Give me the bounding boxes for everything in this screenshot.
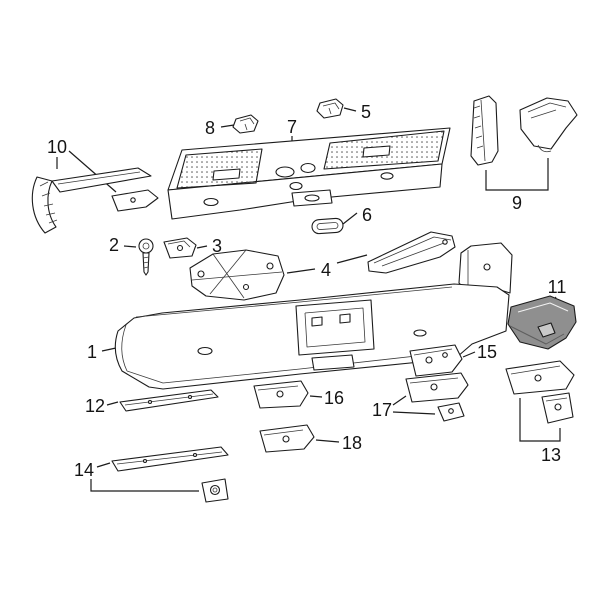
part-18-bracket <box>259 424 315 453</box>
part-6-pad <box>311 217 344 235</box>
callout-8: 8 <box>205 118 215 138</box>
callout-3: 3 <box>212 236 222 256</box>
callout-17: 17 <box>372 400 392 420</box>
part-3-bracket <box>163 237 197 259</box>
callout-14: 14 <box>74 460 94 480</box>
part-8-clip <box>232 114 259 134</box>
callout-7: 7 <box>287 117 297 137</box>
callout-15: 15 <box>477 342 497 362</box>
part-12-molding-strip <box>119 389 219 412</box>
callout-11: 11 <box>548 277 567 297</box>
callout-13: 13 <box>541 445 561 465</box>
part-10-side-bracket <box>31 167 159 234</box>
part-15-bracket <box>409 344 463 377</box>
callout-5: 5 <box>361 102 371 122</box>
part-14-molding-strip <box>111 446 229 503</box>
callout-18: 18 <box>342 433 362 453</box>
callout-9: 9 <box>512 193 522 213</box>
callout-16: 16 <box>324 388 344 408</box>
part-9-bracket-set <box>470 95 578 166</box>
callout-1: 1 <box>87 342 97 362</box>
callout-6: 6 <box>362 205 372 225</box>
callout-10: 10 <box>47 137 67 157</box>
part-4-bracket-assembly <box>189 231 456 301</box>
callout-labels: 1 2 3 4 5 6 7 8 9 10 11 12 13 14 15 16 1… <box>47 102 566 480</box>
callout-12: 12 <box>85 396 105 416</box>
part-13-bracket-set <box>505 360 575 424</box>
part-2-screw <box>138 238 154 276</box>
part-16-bracket <box>253 380 309 409</box>
part-11-end-cap-highlighted <box>507 295 577 350</box>
part-17-bracket-set <box>405 372 469 422</box>
callout-2: 2 <box>109 235 119 255</box>
callout-4: 4 <box>321 260 331 280</box>
part-7-step-pad <box>167 127 451 220</box>
part-1-bumper-face-bar <box>114 242 513 390</box>
part-5-clip <box>316 98 344 119</box>
